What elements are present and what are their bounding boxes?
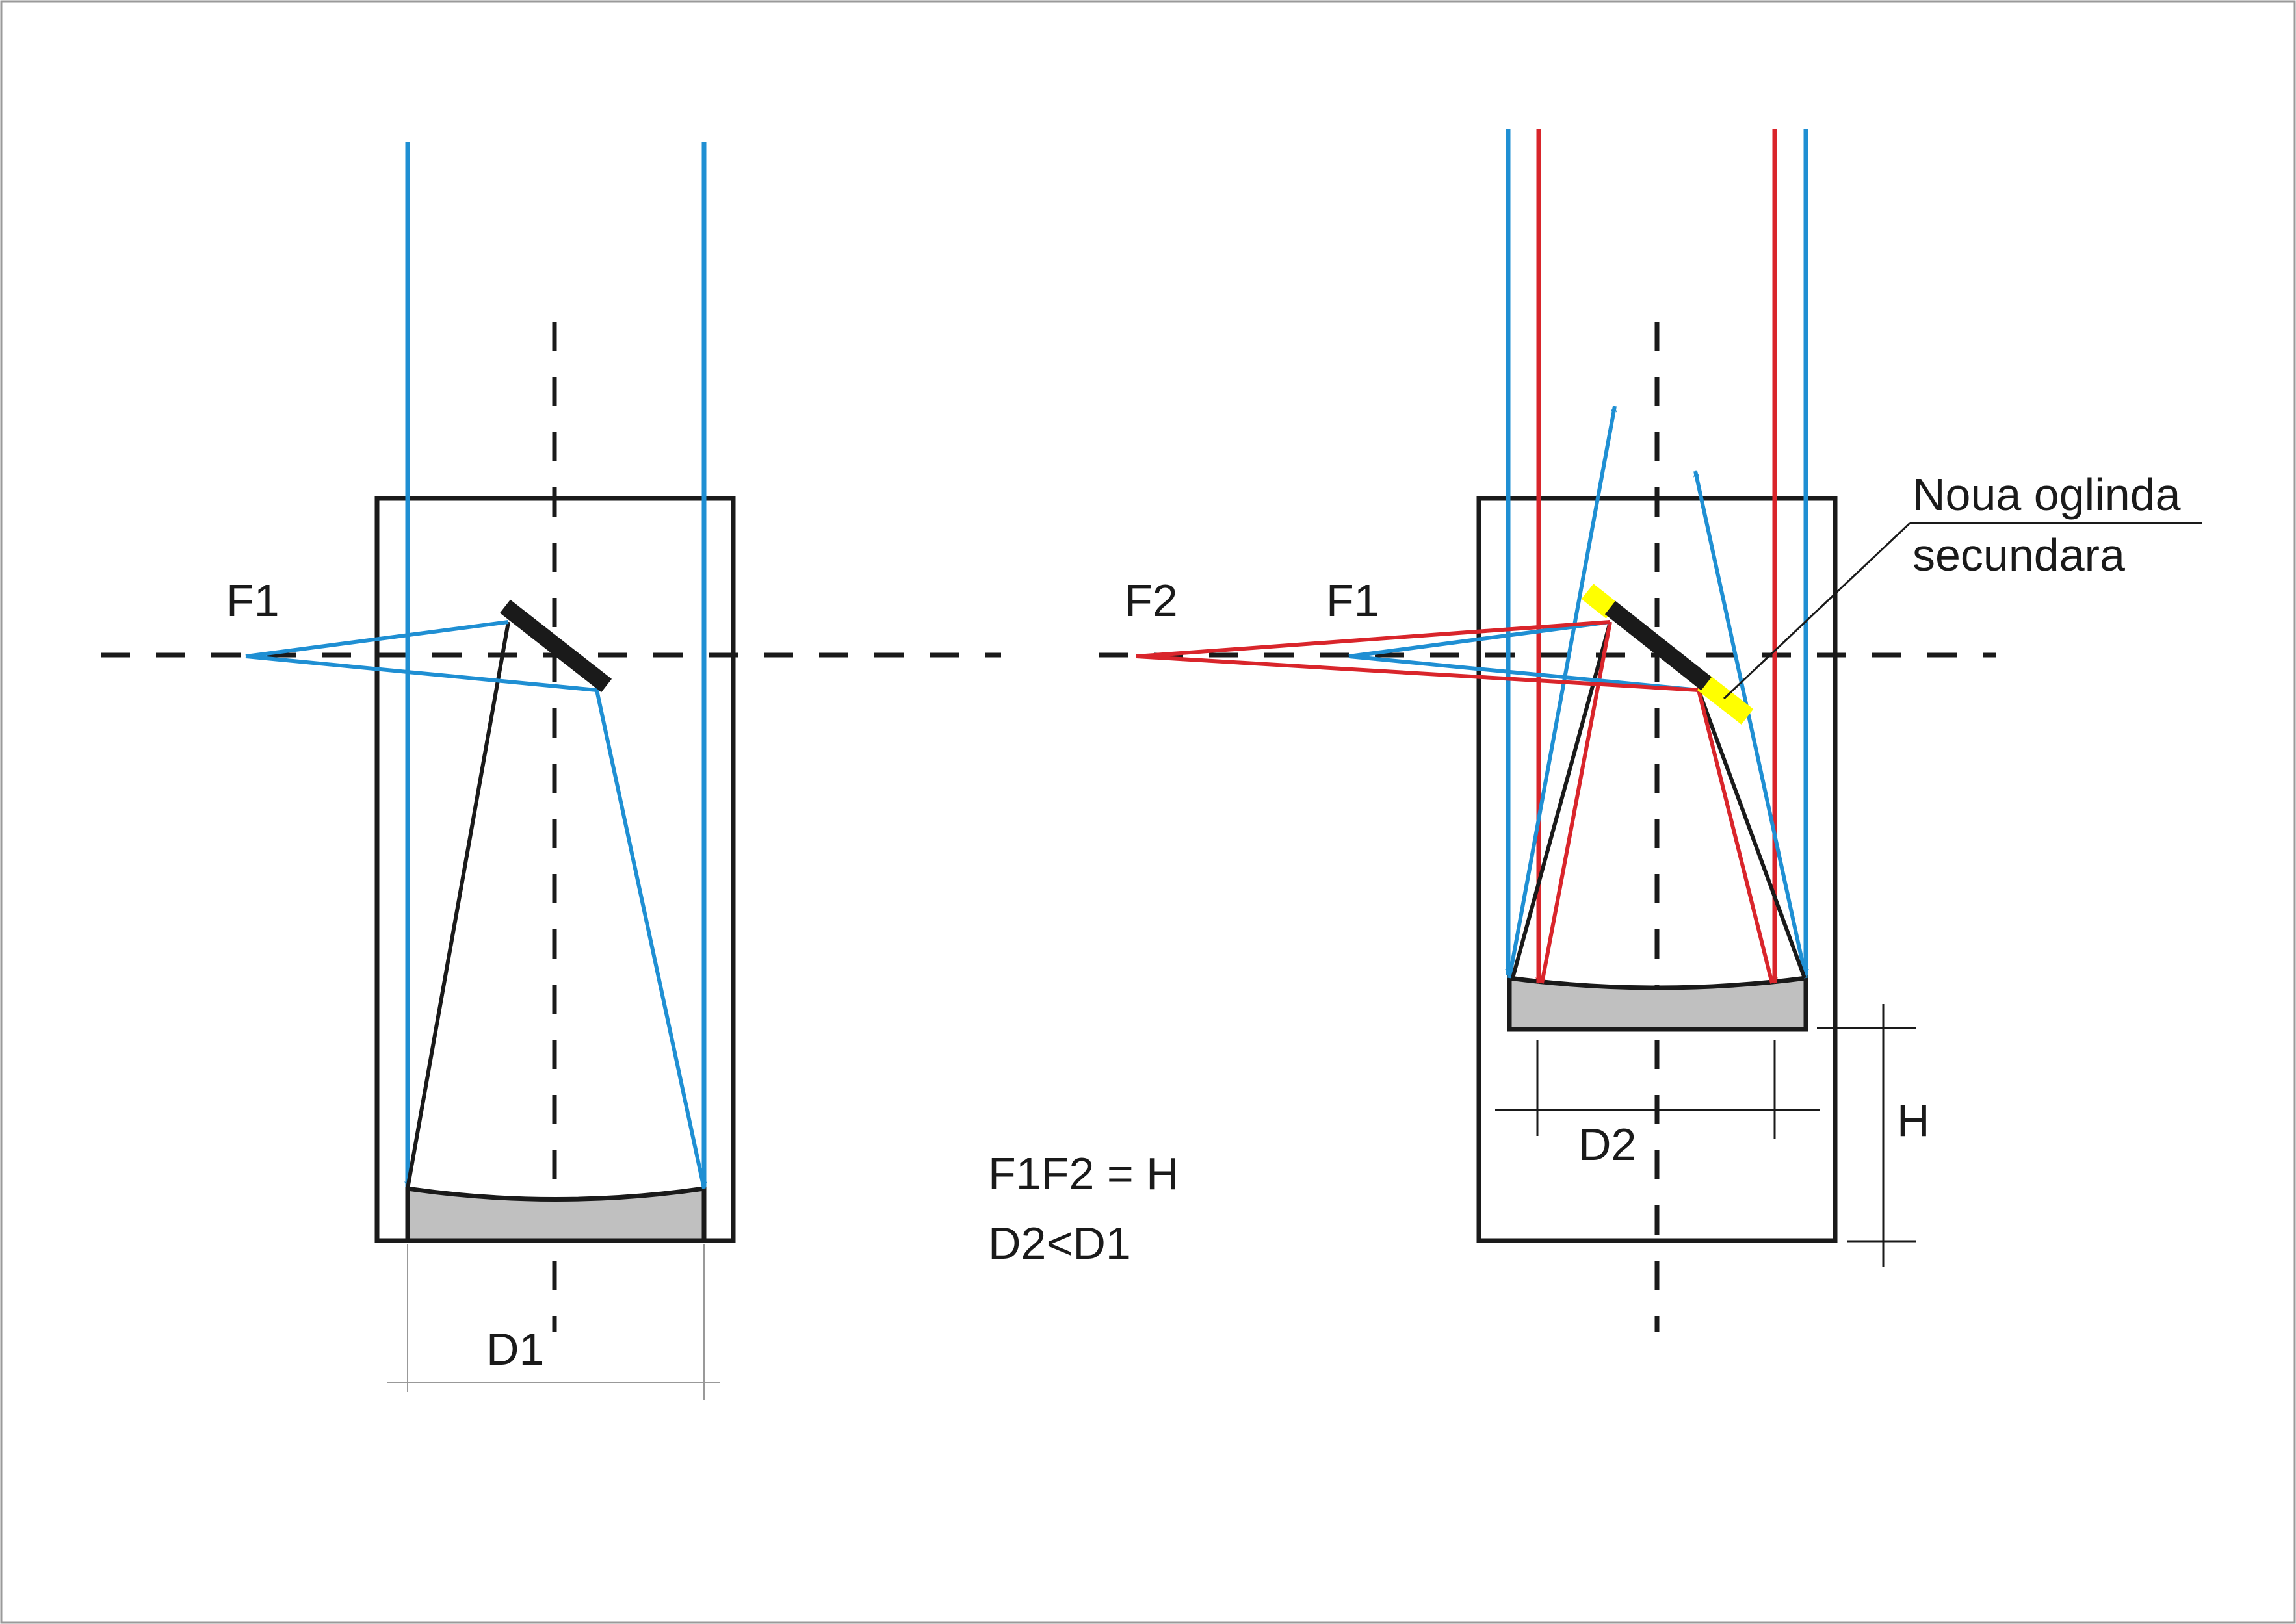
relation-diameter: D2<D1: [988, 1218, 1131, 1269]
right-diameter-label: D2: [1578, 1119, 1636, 1170]
right-primary-mirror: [1507, 975, 1808, 1032]
left-secondary-mirror: [499, 599, 612, 693]
left-telescope: F1 D1: [101, 142, 1001, 1400]
left-reflected-ray-black: [406, 621, 510, 1189]
right-focus-blue-upper: [1348, 620, 1611, 658]
right-old-focus-label: F1: [1326, 575, 1379, 626]
relation-focus-shift: F1F2 = H: [988, 1148, 1179, 1199]
right-focus-red-upper: [1136, 620, 1611, 658]
new-mirror-leader-diagonal: [1723, 522, 1911, 700]
left-primary-mirror: [405, 1185, 707, 1243]
left-focus-label: F1: [226, 575, 280, 626]
new-mirror-label-line2: secundara: [1912, 530, 2125, 580]
height-label: H: [1897, 1095, 1930, 1146]
right-reflected-black-right: [1697, 689, 1807, 979]
right-new-mirror-extension-top: [1581, 584, 1619, 619]
right-escaping-blue-right: [1693, 470, 1808, 979]
right-telescope: F2 F1 D2 H Noua oglinda secundara: [1099, 129, 2202, 1332]
right-secondary-mirror: [1604, 600, 1712, 691]
left-diameter-label: D1: [486, 1324, 544, 1374]
right-new-focus-label: F2: [1125, 575, 1178, 626]
left-focus-ray-upper: [245, 620, 509, 658]
right-reflected-red-right: [1697, 690, 1774, 984]
new-mirror-label-line1: Noua oglinda: [1912, 469, 2181, 520]
right-focus-blue-lower: [1348, 654, 1699, 692]
right-escaping-blue-left: [1507, 406, 1617, 979]
right-new-mirror-extension-bottom: [1697, 675, 1754, 725]
right-focus-red-lower: [1136, 654, 1699, 692]
left-reflected-ray-blue: [595, 690, 706, 1189]
right-tube: [1476, 496, 1838, 1243]
left-focus-ray-lower: [245, 654, 597, 692]
